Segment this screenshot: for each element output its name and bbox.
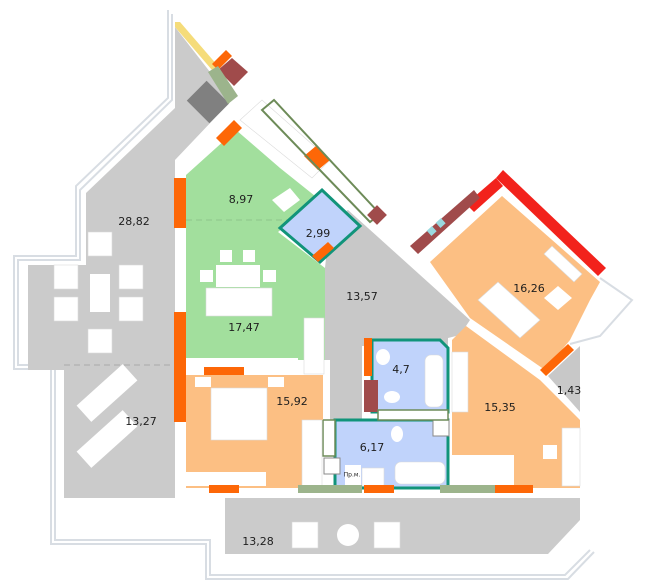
label-bathroom-upper: 4,7 [392,363,410,376]
armchair [291,521,319,549]
chair [243,250,255,262]
round-table [337,524,359,546]
bed [477,281,541,339]
window-glass [426,226,437,236]
wardrobe-hall [303,317,325,375]
armchair [118,264,144,290]
shaft-maroon [364,380,378,412]
bathtub-lower [394,461,446,485]
green-wall-bottom [298,485,362,493]
sun-lounger [76,364,138,422]
chair [263,270,276,282]
label-bedroom-south-east: 15,35 [484,401,516,414]
toilet-lower [391,426,403,442]
armchair [87,231,113,257]
label-hall: 13,57 [346,290,378,303]
balcony-frame [569,277,634,345]
toilet-upper [384,391,400,403]
label-guest-wc: 2,99 [306,227,331,240]
maroon-block [367,205,387,225]
window-glass [435,218,446,228]
room-balcony-small[interactable] [548,346,580,412]
shelf-se [561,427,581,487]
label-kitchen: 8,97 [229,193,254,206]
armchair [118,296,144,322]
washing-machine-hall [432,419,450,437]
wall-maroon [410,190,480,254]
label-bathroom-lower: 6,17 [360,441,385,454]
kitchen-island [272,188,300,212]
chair [220,250,232,262]
label-terrace-south: 13,28 [242,535,274,548]
sofa [205,287,273,317]
label-bedroom-master: 15,92 [276,395,308,408]
label-bedroom-east: 16,26 [513,282,545,295]
label-terrace-north: 28,82 [118,215,150,228]
wardrobe-se [451,351,469,413]
armchair [87,328,113,354]
armchair [373,521,401,549]
wardrobe-east [543,245,583,283]
window-sill-master [186,472,266,486]
nightstand-right [268,377,284,387]
green-wall-bottom-right [440,485,495,493]
room-terrace-north[interactable] [28,27,232,498]
shaft-maroon-top [218,58,248,86]
room-guest-wc[interactable] [277,187,363,264]
grill [186,80,230,124]
sun-lounger [76,410,138,468]
chair [200,270,213,282]
wall-orange-bath [364,338,372,376]
armchair [53,264,79,290]
desk [544,286,572,310]
armchair [53,296,79,322]
green-shelf [377,409,449,421]
dining-table [216,265,260,287]
label-terrace-west: 13,27 [125,415,157,428]
label-living-room: 17,47 [228,321,260,334]
label-balcony-small: 1,43 [557,384,582,397]
laundry-box [345,465,361,485]
green-wall-top [208,66,238,104]
green-shelf-left [322,419,336,457]
orange-walls [174,50,533,493]
bed-se [452,455,514,485]
washing-machine [323,457,341,475]
bathtub-upper [424,354,444,408]
bed-master [210,387,268,441]
wardrobe-master [301,419,323,489]
laundry-sink [361,467,385,487]
label-laundry: Пр.м. [344,472,361,479]
room-hall[interactable] [325,210,470,420]
nightstand-left [195,377,211,387]
room-terrace-south[interactable] [225,498,580,554]
desk-se [543,445,557,459]
wall-orange-balcony [540,344,574,376]
sink-upper [376,349,390,365]
wall-red [496,170,606,276]
coffee-table [90,274,110,312]
wall-red-corner [466,178,503,212]
yellow-strip [175,22,218,70]
room-bedroom-east[interactable] [430,196,600,370]
